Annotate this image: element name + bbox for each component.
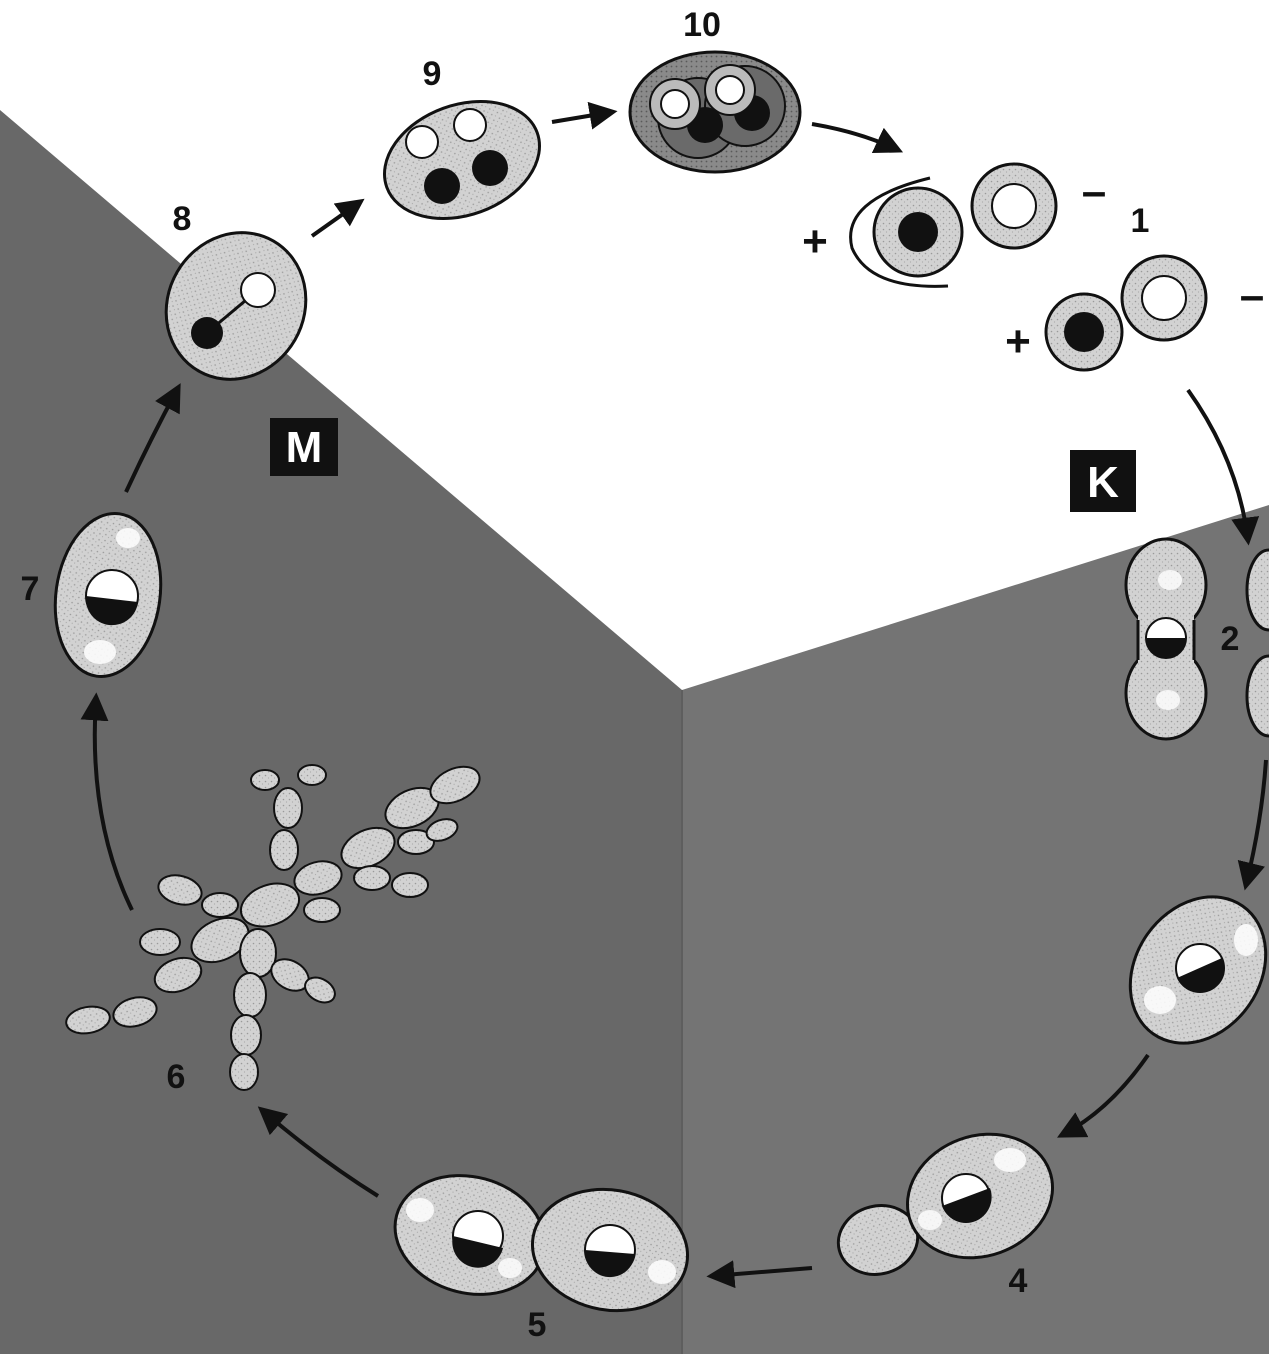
mating-sign-minus-1: –	[1082, 167, 1106, 216]
stage-9-cell	[368, 81, 556, 239]
stage-label-1: 1	[1131, 202, 1150, 240]
svg-text:M: M	[286, 423, 323, 472]
stage-1-mating-cells: + – + –	[802, 164, 1264, 370]
arrow-8-to-9	[312, 202, 360, 236]
stage-label-6: 6	[167, 1058, 186, 1096]
arrow-10-to-1	[812, 124, 898, 150]
stage-label-9: 9	[423, 55, 442, 93]
stage-label-2: 2	[1221, 620, 1240, 658]
phase-label-m: M	[270, 418, 338, 476]
mating-sign-minus-2: –	[1240, 271, 1264, 320]
mating-sign-plus-1: +	[802, 217, 828, 266]
stage-label-7: 7	[21, 570, 40, 608]
stage-label-5: 5	[528, 1306, 547, 1344]
phase-label-k: K	[1070, 450, 1136, 512]
stage-label-4: 4	[1009, 1262, 1028, 1300]
background-left-panel	[0, 110, 682, 1354]
mating-sign-plus-2: +	[1005, 317, 1031, 366]
stage-10-ascus	[630, 52, 800, 172]
svg-text:K: K	[1087, 458, 1119, 507]
stage-label-10: 10	[683, 6, 721, 44]
stage-label-8: 8	[173, 200, 192, 238]
arrow-9-to-10	[552, 112, 612, 122]
